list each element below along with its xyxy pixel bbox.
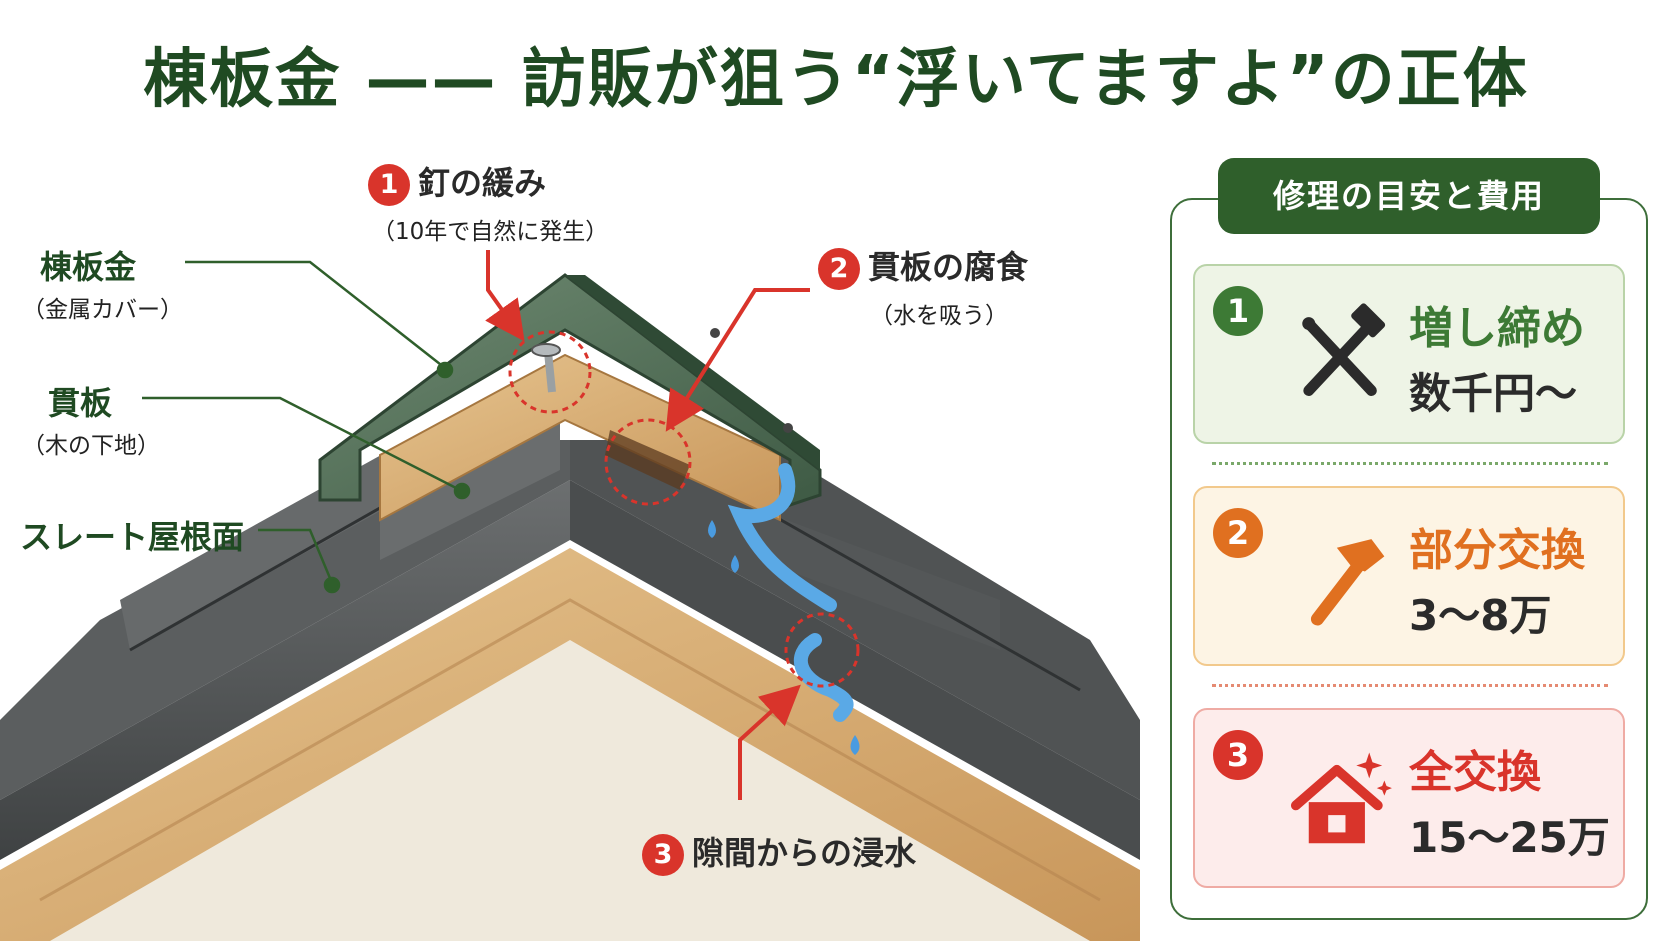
repair-card-full: 3 全交換 15〜25万 [1193, 708, 1625, 888]
card-label: 全交換 [1409, 747, 1541, 798]
screwdriver-hammer-icon [1302, 303, 1386, 396]
label-ridge-board: 貫板 [48, 384, 113, 422]
hammer-icon [1310, 539, 1385, 626]
label-ridge-board-sub: （木の下地） [22, 433, 160, 459]
callout-number: 1 [368, 164, 410, 206]
nail [531, 343, 561, 393]
label-leaders [142, 260, 471, 594]
label-ridge-cap-sub: （金属カバー） [22, 297, 183, 323]
arrow-corrosion [665, 288, 810, 432]
card-label: 増し締め [1409, 303, 1585, 354]
card-cost: 15〜25万 [1409, 813, 1610, 862]
card-number: 2 [1213, 508, 1263, 558]
card-cost: 3〜8万 [1409, 591, 1552, 640]
label-ridge-cap: 棟板金 [40, 248, 137, 286]
issue-circle-leak [784, 612, 860, 688]
label-slate-roof: スレート屋根面 [20, 518, 245, 556]
divider [1212, 462, 1608, 465]
card-label: 部分交換 [1409, 525, 1585, 576]
ridge-cap [318, 273, 822, 508]
card-number: 1 [1213, 286, 1263, 336]
ridge-board [379, 353, 781, 522]
card-cost: 数千円〜 [1409, 369, 1578, 418]
issue-circle-nail [508, 330, 592, 414]
callout-number: 3 [642, 834, 684, 876]
callout-label: 隙間からの浸水 [692, 834, 917, 872]
callout-corrosion-sub: （水を吸う） [870, 303, 1008, 329]
screw [783, 423, 793, 433]
callout-number: 2 [818, 248, 860, 290]
divider [1212, 684, 1608, 687]
callout-label: 釘の緩み [418, 164, 547, 202]
water-flow [708, 463, 860, 755]
wall [20, 630, 1120, 941]
house-sparkle-icon [1290, 752, 1392, 844]
arrow-leak [738, 684, 801, 800]
panel-title: 修理の目安と費用 [1218, 158, 1600, 234]
page-title: 棟板金 —— 訪販が狙う“浮いてますよ”の正体 [143, 43, 1529, 117]
fascia-boards [0, 548, 1140, 941]
callout-nail-sub: （10年で自然に発生） [372, 219, 609, 245]
roof-ridge-diagram [0, 250, 1140, 941]
screw [710, 328, 720, 338]
callout-label: 貫板の腐食 [868, 248, 1029, 286]
issue-circle-corrosion [604, 418, 692, 506]
card-number: 3 [1213, 730, 1263, 780]
arrow-nail [485, 250, 525, 342]
repair-card-tighten: 1 増し締め 数千円〜 [1193, 264, 1625, 444]
repair-card-partial: 2 部分交換 3〜8万 [1193, 486, 1625, 666]
